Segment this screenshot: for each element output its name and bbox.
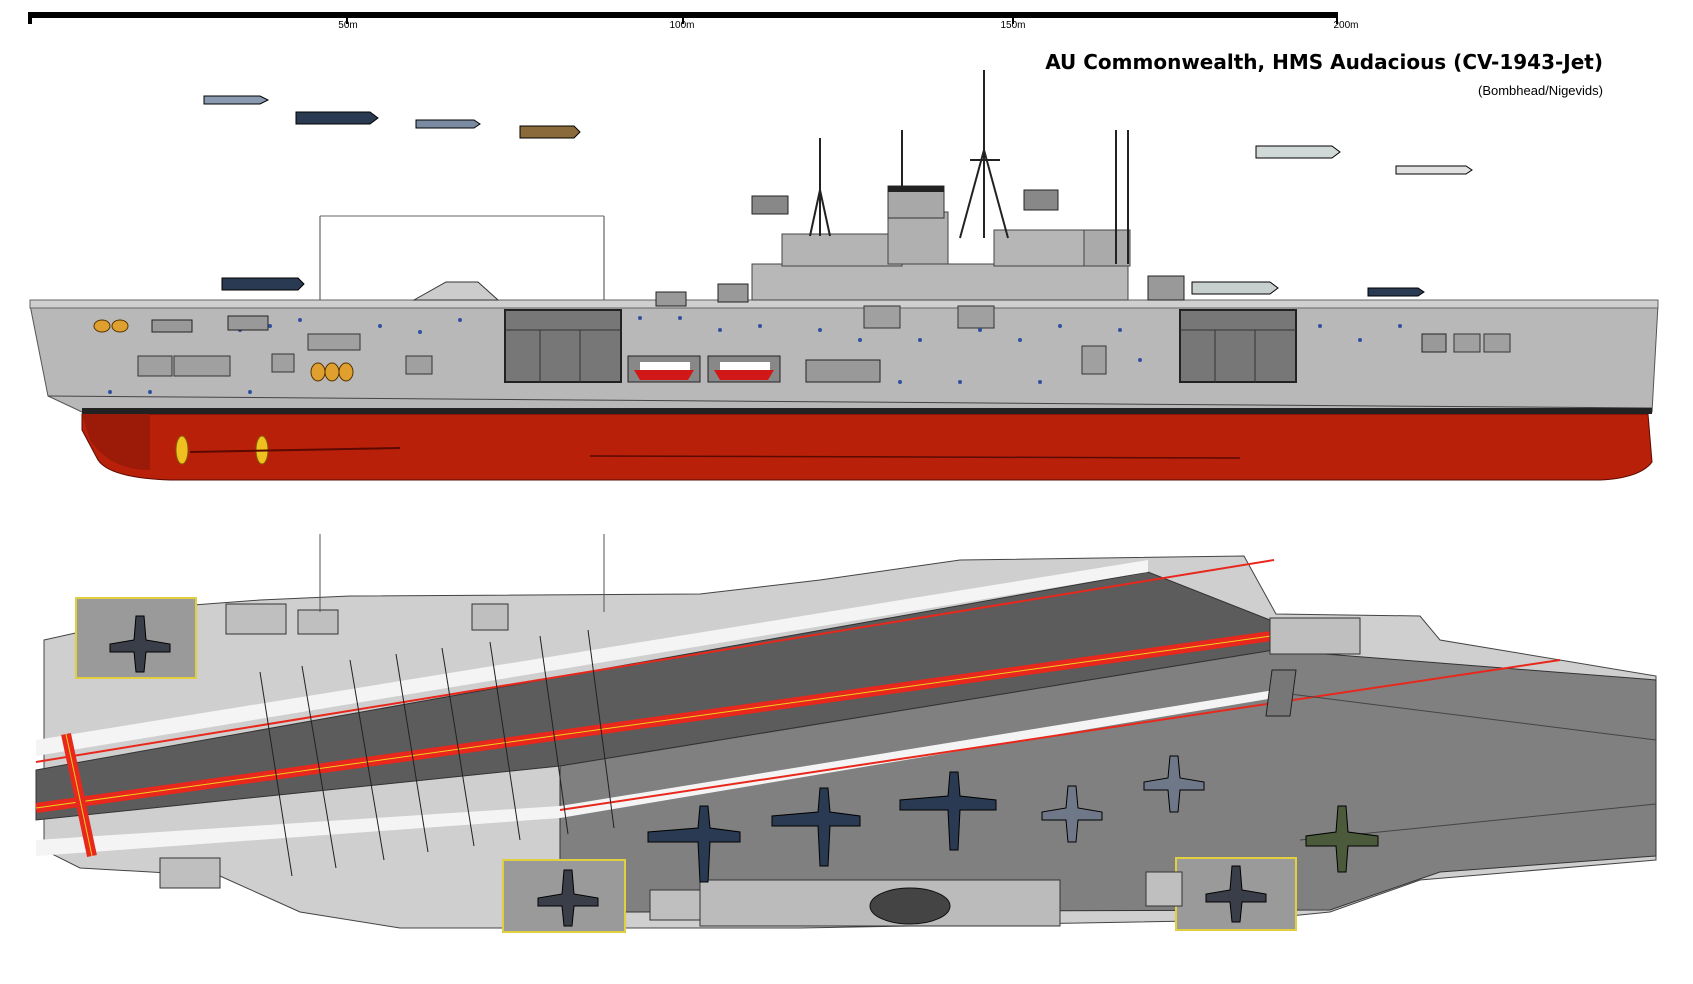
propeller-icon [255, 435, 269, 465]
scale-tick-50: 50m [338, 20, 358, 31]
flight-deck-outline [43, 555, 1657, 929]
funnel [887, 185, 945, 219]
forward-deck [559, 649, 1657, 913]
drawing-credits: (Bombhead/Nigevids) [1477, 83, 1603, 98]
gun-mount-icon [151, 275, 1447, 353]
propeller-icon [175, 435, 189, 465]
island-superstructure [751, 263, 1129, 301]
lifeboat-icon [707, 355, 781, 383]
deck-lift-mid [502, 859, 626, 933]
deck-lift-fwd [1175, 857, 1297, 931]
island-plan [699, 879, 1061, 927]
gun-mount-icon [159, 603, 1361, 921]
aircraft-icon [109, 615, 1379, 927]
radar-icon [1023, 189, 1059, 211]
angled-deck [35, 571, 1275, 821]
radar-icon [751, 195, 789, 215]
deck-centerline [35, 627, 1301, 813]
deck-lift-aft [75, 597, 197, 679]
lifeboat-icon [627, 355, 701, 383]
hangar-opening-aft [1179, 309, 1297, 383]
scale-bar-graphic [28, 12, 1338, 24]
hangar-opening-fwd [504, 309, 622, 383]
aircraft-icon [203, 95, 1473, 297]
drawing-title: AU Commonwealth, HMS Audacious (CV-1943-… [1045, 50, 1603, 74]
scale-tick-150: 150m [1000, 20, 1026, 31]
scale-tick-100: 100m [669, 20, 695, 31]
hull-gray-side [29, 304, 1659, 413]
scale-tick-200: 200m [1333, 20, 1359, 31]
hull-red-underside [81, 413, 1653, 481]
